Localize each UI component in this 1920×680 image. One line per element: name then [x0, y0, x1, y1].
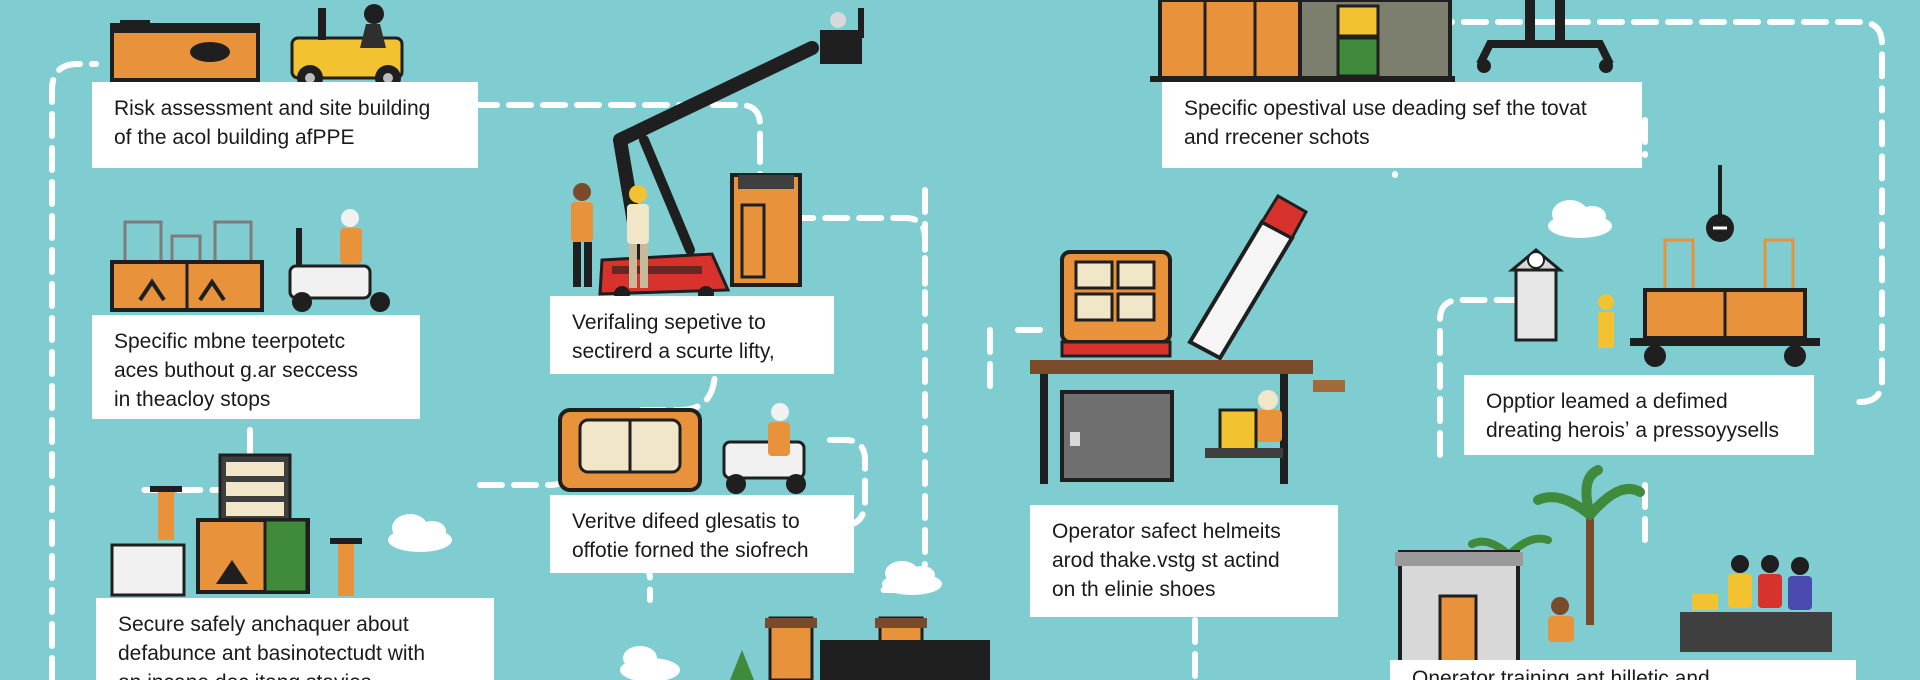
- warehouse-icon: [1150, 0, 1455, 82]
- card-specific-mobile: Specific mbne teerpotetc aces buthout ɡ.…: [92, 315, 420, 419]
- lift-machine-icon: [1476, 0, 1614, 73]
- forklift-icon: [290, 4, 404, 91]
- platform-cart-icon: [1507, 238, 1820, 367]
- hoist-icon: [1706, 165, 1734, 242]
- card-operator-training: Onerator training ant hilletic and: [1390, 660, 1856, 680]
- crate-cart-icon: [110, 220, 264, 312]
- card-option-learned: Opptior leamed a defimed dreating herois…: [1464, 375, 1814, 455]
- card-verify-glasses: Veritve difeed glesatis to offotie forne…: [550, 495, 854, 573]
- mini-forklift-icon: [288, 209, 390, 312]
- gatehouse-icon: [1395, 550, 1523, 674]
- card-risk-assessment: Risk assessment and site building of the…: [92, 82, 478, 168]
- storage-rack-icon: [110, 453, 310, 597]
- gatehouse-icon: [730, 616, 990, 680]
- scissor-lift-icon: [1060, 250, 1172, 358]
- cargo-box-icon: [110, 20, 260, 82]
- sofa-crate-icon: [558, 408, 702, 492]
- card-operator-helmets: Operator safect helmeits arod thake.vstg…: [1030, 505, 1338, 617]
- safety-post-icon: [150, 486, 362, 596]
- storage-rack-icon: [730, 173, 802, 287]
- card-verify-lift: Verifaling sepetive to sectirerd a scurt…: [550, 296, 834, 374]
- workers-group-icon: [1548, 555, 1832, 652]
- card-secure-safely: Secure safely anchaquer about defabunce …: [96, 598, 494, 680]
- mini-forklift-icon: [722, 403, 806, 494]
- cloud-icon: [388, 200, 1612, 680]
- worker-icon: [571, 183, 649, 288]
- card-specific-use: Specific opestival use deading sef the t…: [1162, 82, 1642, 168]
- loading-platform-icon: [1030, 360, 1345, 484]
- solar-panel-icon: [1187, 193, 1309, 361]
